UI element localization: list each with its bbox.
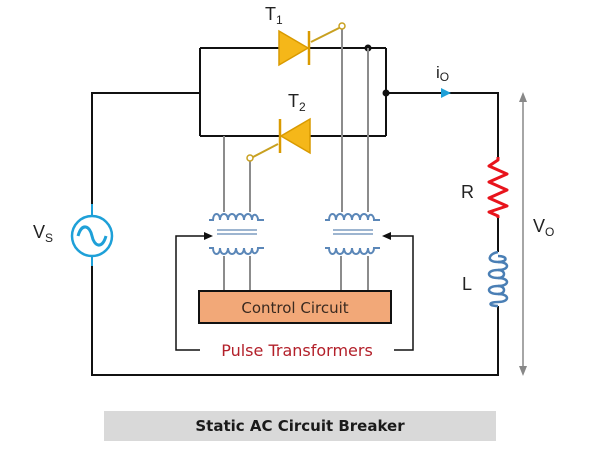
control-circuit-box [198,290,392,324]
junction-dot-output [382,89,390,97]
label-t1: T1 [265,4,283,27]
arrow-left-bracket-icon [204,232,213,240]
pulse-transformer-1 [209,213,264,221]
wire-source-top [91,92,200,214]
main-wires [91,47,499,376]
vo-arrow-down-icon [519,366,527,376]
inductor [487,250,509,308]
thyristor-t2-gate-terminal [246,154,254,162]
label-vo: VO [533,216,554,239]
label-t2: T2 [288,91,306,114]
wire-output [386,92,499,157]
pulse-transformer-1-secondary [209,247,264,255]
thyristor-t1 [278,22,346,67]
thyristor-t1-triangle [278,29,310,67]
pulse-transformers-label: Pulse Transformers [221,341,373,360]
vo-arrow-up-icon [519,92,527,102]
primary-coil [209,213,264,221]
pulse-transformer-bracket [175,235,414,351]
diagram-caption: Static AC Circuit Breaker [104,411,496,441]
sine-wave-icon [76,225,108,247]
gate-wires [223,27,369,291]
control-circuit-label: Control Circuit [241,299,348,317]
thyristor-t1-gate [310,27,340,43]
current-arrow-icon [441,88,451,98]
label-io: iO [436,63,449,84]
label-l: L [462,274,472,294]
thyristor-t2 [246,117,311,162]
resistor [487,157,509,218]
output-voltage-arrow [519,92,527,376]
label-vs: VS [33,222,53,245]
thyristor-t1-gate-terminal [338,22,346,30]
pulse-transformer-2 [325,213,380,255]
ac-source [70,204,114,266]
arrow-right-bracket-icon [382,232,391,240]
wire-return [91,258,499,376]
thyristor-t2-triangle [279,117,311,155]
label-r: R [461,182,474,202]
thyristor-t2-gate [252,143,279,158]
